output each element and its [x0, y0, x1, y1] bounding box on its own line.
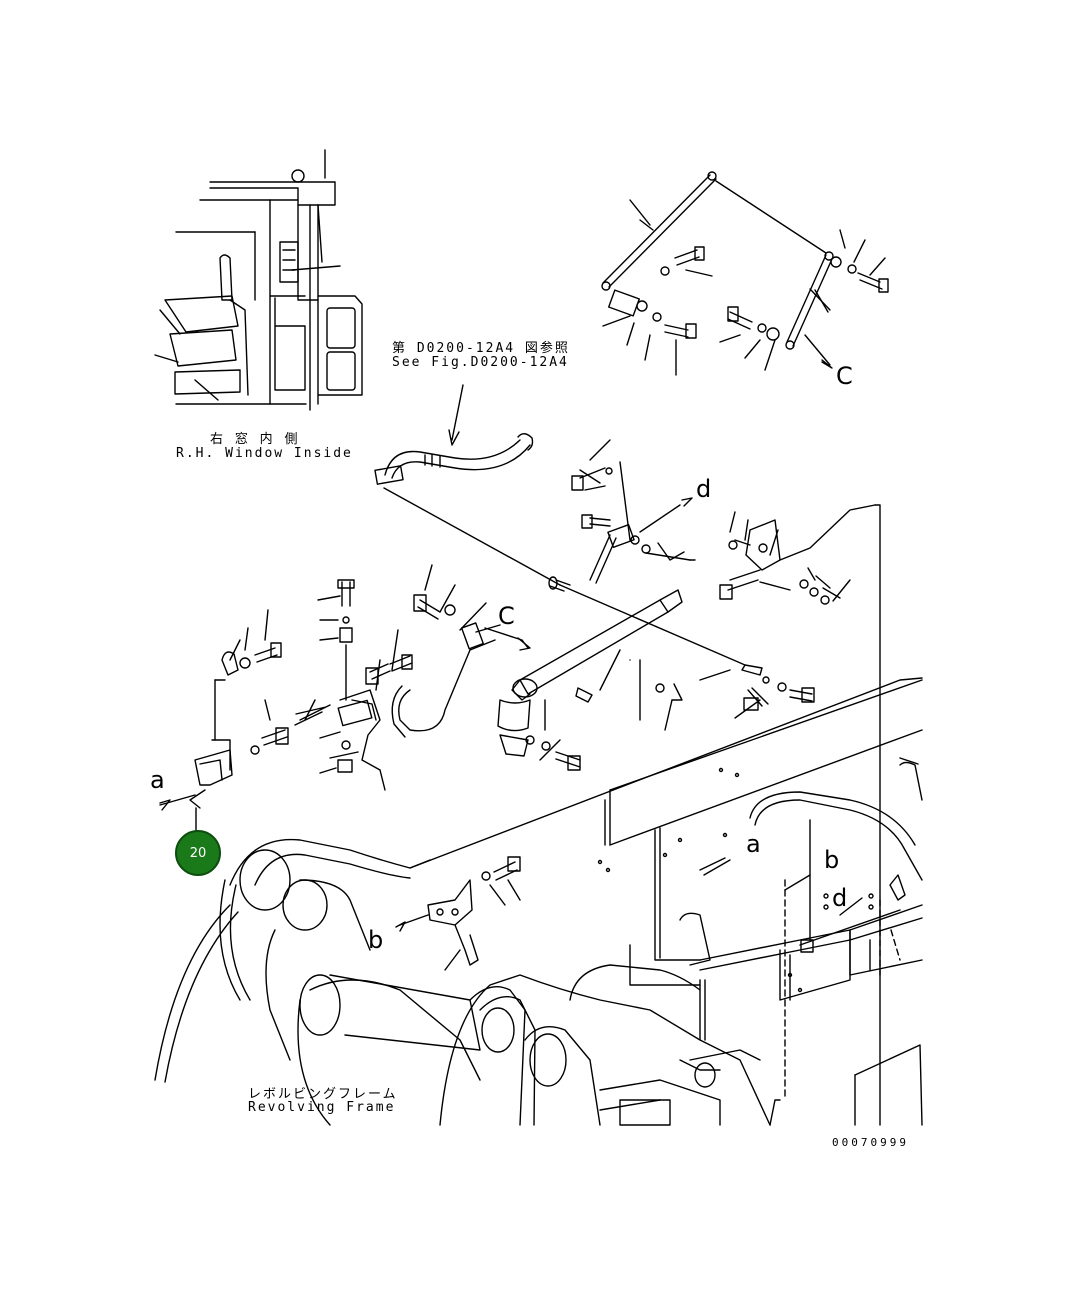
frame-caption-jp: レボルビングフレーム [248, 1087, 398, 1102]
arrow-label-a-right: a [746, 830, 761, 858]
inset-caption-jp: 右 窓 内 側 [210, 432, 300, 447]
latch-assembly [159, 564, 531, 831]
hose-assembly [374, 384, 746, 666]
callout-badge[interactable]: 20 [175, 830, 221, 876]
inset-caption-en: R.H. Window Inside [176, 446, 353, 461]
arrow-label-c-top: C [836, 362, 853, 390]
hidden-lines [784, 879, 901, 1101]
arrow-label-c-center: C [498, 602, 515, 630]
arrow-label-a-left: a [150, 766, 165, 794]
bracket-b [395, 856, 521, 971]
arrow-label-b-right: b [824, 846, 840, 874]
revolving-frame [154, 677, 923, 1126]
center-stay [497, 439, 881, 1126]
arrow-label-b-left: b [368, 926, 384, 954]
arrow-label-d-top: d [696, 475, 712, 503]
frame-caption-en: Revolving Frame [248, 1100, 396, 1115]
arrow-label-d-lower: d [832, 884, 848, 912]
stay-assembly-top [601, 171, 889, 376]
drawing-number: 00070999 [832, 1136, 909, 1149]
cab-inset [154, 149, 363, 411]
reference-note-en: See Fig.D0200-12A4 [392, 355, 569, 370]
callout-number: 20 [189, 845, 207, 861]
reference-note-jp: 第 D0200-12A4 図参照 [392, 341, 570, 356]
